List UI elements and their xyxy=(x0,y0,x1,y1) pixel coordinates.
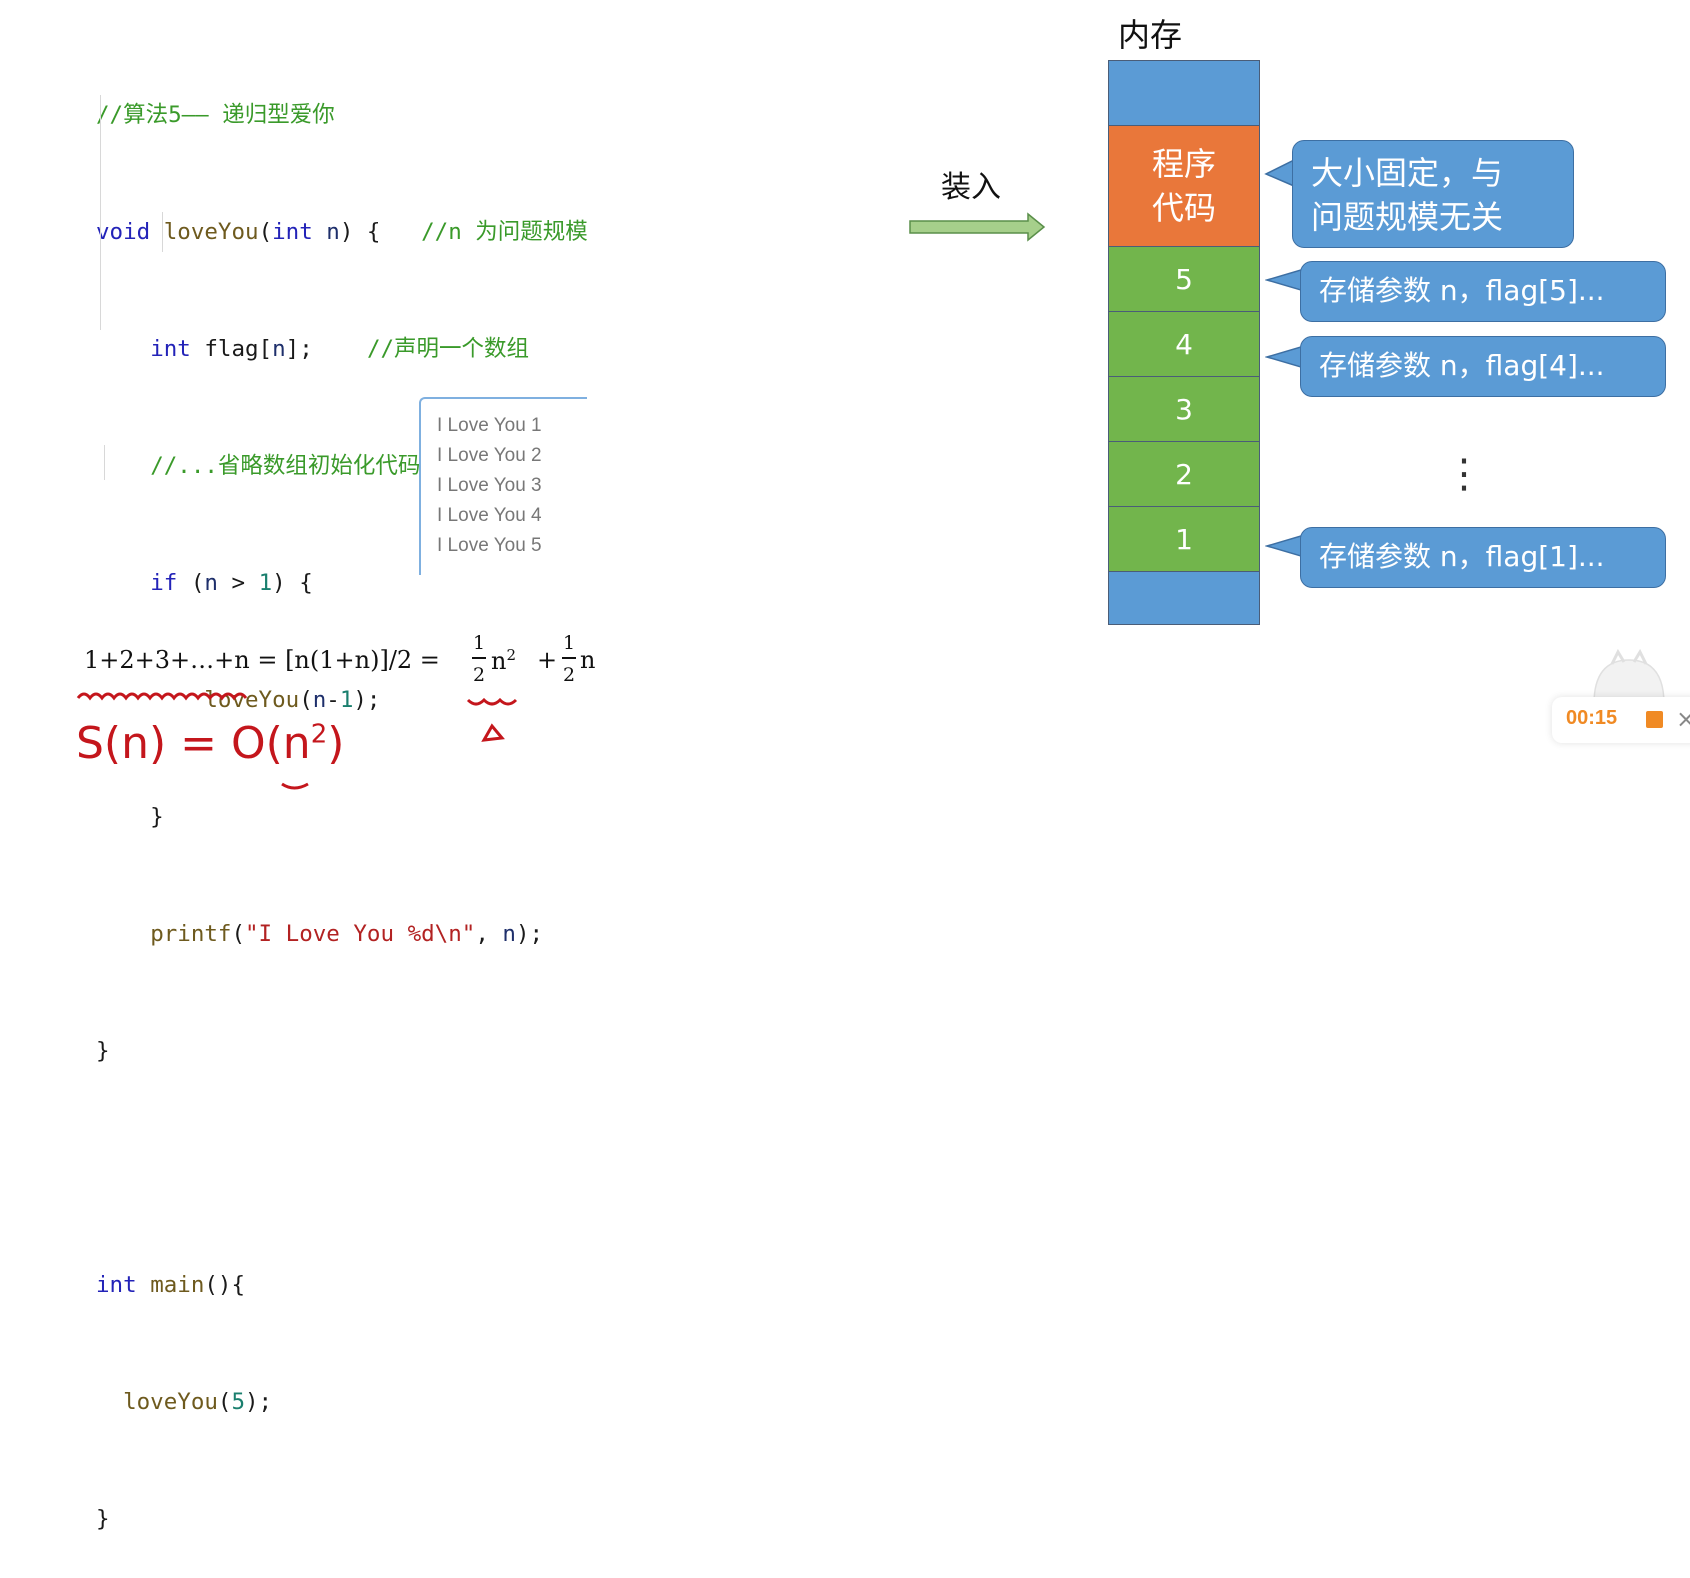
handwritten-underline xyxy=(76,692,248,701)
handwritten-underline xyxy=(281,782,309,790)
console-line: I Love You 1 xyxy=(437,415,542,436)
frac-numerator: 1 xyxy=(472,632,486,654)
memory-block-top xyxy=(1108,60,1260,126)
sum-formula: 1+2+3+…+n = [n(1+n)]/2 = xyxy=(84,646,440,674)
code-line-9: } xyxy=(96,1038,110,1064)
callout-code-note: 大小固定，与 问题规模无关 xyxy=(1292,140,1574,248)
handwritten-underline xyxy=(466,697,518,706)
frac-bar xyxy=(562,657,576,659)
space-complexity: S(n) = O(n2) xyxy=(76,718,345,769)
stop-icon[interactable] xyxy=(1646,711,1663,728)
frac-denominator: 2 xyxy=(562,664,576,686)
memory-block-bottom xyxy=(1108,571,1260,625)
code-line-12: } xyxy=(96,1506,110,1532)
frac-denominator: 2 xyxy=(472,664,486,686)
code-comment-array: //声明一个数组 xyxy=(366,336,530,362)
memory-frame-1: 1 xyxy=(1108,506,1260,572)
callout-frame-1: 存储参数 n，flag[1]... xyxy=(1300,527,1666,588)
formula-n2: n2 xyxy=(491,646,517,675)
code-fn-signature: void loveYou(int n) { xyxy=(96,219,381,245)
code-line-5: if (n > 1) { xyxy=(150,570,313,596)
console-line: I Love You 4 xyxy=(437,505,542,526)
callout-pointer xyxy=(1265,269,1301,291)
memory-title: 内存 xyxy=(1117,16,1183,54)
formula-plus: + xyxy=(537,646,558,674)
callout-pointer xyxy=(1264,159,1294,187)
console-output: I Love You 1 I Love You 2 I Love You 3 I… xyxy=(419,397,587,575)
frac-numerator: 1 xyxy=(562,632,576,654)
handwritten-mark xyxy=(481,723,505,742)
player-mascot-icon xyxy=(1593,648,1665,704)
load-label: 装入 xyxy=(941,170,1001,205)
console-line: I Love You 3 xyxy=(437,475,542,496)
code-comment-scale: //n 为问题规模 xyxy=(421,219,588,245)
code-line-7: } xyxy=(96,804,164,830)
load-arrow xyxy=(909,212,1046,242)
code-line-4: //...省略数组初始化代码 xyxy=(150,453,421,479)
callout-frame-5: 存储参数 n，flag[5]... xyxy=(1300,261,1666,322)
callout-frame-4: 存储参数 n，flag[4]... xyxy=(1300,336,1666,397)
code-line-2: void loveYou(int n) { //n 为问题规模 xyxy=(96,213,588,252)
code-line-6: loveYou(n-1); xyxy=(204,687,381,713)
frac-bar xyxy=(472,657,486,659)
indent-guide xyxy=(104,445,105,480)
code-line-1: //算法5—— 递归型爱你 xyxy=(96,102,335,128)
code-line-8: printf("I Love You %d\n", n); xyxy=(150,921,544,947)
memory-frame-4: 4 xyxy=(1108,311,1260,377)
memory-frame-2: 2 xyxy=(1108,441,1260,507)
player-time: 00:15 xyxy=(1566,707,1618,729)
code-line-10: int main(){ xyxy=(96,1272,246,1298)
memory-frame-3: 3 xyxy=(1108,376,1260,442)
code-line-3: int flag[n]; //声明一个数组 xyxy=(150,336,530,362)
indent-guide xyxy=(162,212,163,252)
code-line-11: loveYou(5); xyxy=(123,1389,273,1415)
console-line: I Love You 5 xyxy=(437,535,542,556)
indent-guide xyxy=(100,95,101,330)
callout-pointer xyxy=(1265,346,1301,368)
player-timer-box[interactable]: 00:15 × xyxy=(1552,697,1690,743)
memory-program-code: 程序 代码 xyxy=(1108,125,1260,247)
ellipsis-vertical: ⋮ xyxy=(1444,451,1484,497)
console-line: I Love You 2 xyxy=(437,445,542,466)
memory-frame-5: 5 xyxy=(1108,246,1260,312)
close-icon[interactable]: × xyxy=(1676,705,1690,733)
code-listing: //算法5—— 递归型爱你 void loveYou(int n) { //n … xyxy=(96,18,588,1578)
formula-n: n xyxy=(580,646,596,674)
callout-pointer xyxy=(1265,535,1301,557)
